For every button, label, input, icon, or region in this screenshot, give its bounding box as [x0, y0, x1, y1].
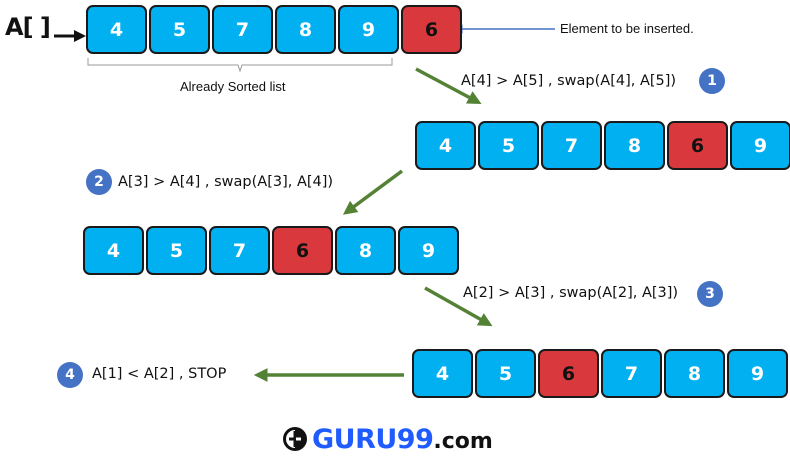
step-2-text: A[3] > A[4] , swap(A[3], A[4]) — [118, 174, 334, 190]
step-4-badge: 4 — [57, 362, 83, 388]
array-cell-inserted: 6 — [667, 121, 728, 170]
array-cell: 8 — [275, 5, 336, 54]
array-cell-inserted: 6 — [538, 349, 599, 398]
step-3-badge: 3 — [697, 281, 723, 307]
sorted-list-caption: Already Sorted list — [180, 79, 286, 94]
array-cell: 7 — [541, 121, 602, 170]
array-cell: 7 — [209, 226, 270, 275]
array-cell: 4 — [412, 349, 473, 398]
array-label: A[ ] — [5, 13, 51, 41]
step-2-badge: 2 — [86, 169, 112, 195]
step-2-arrow — [342, 169, 404, 215]
array-cell: 5 — [478, 121, 539, 170]
array-cell: 4 — [83, 226, 144, 275]
step-3-text: A[2] > A[3] , swap(A[2], A[3]) — [463, 285, 679, 301]
step-4-text: A[1] < A[2] , STOP — [92, 366, 227, 382]
array-cell: 4 — [415, 121, 476, 170]
array-cell: 7 — [601, 349, 662, 398]
array-cell: 9 — [727, 349, 788, 398]
array-cell: 5 — [475, 349, 536, 398]
sorted-list-brace — [87, 58, 393, 73]
guru99-logo-icon — [283, 427, 307, 451]
step-1-text: A[4] > A[5] , swap(A[4], A[5]) — [461, 73, 677, 89]
array-cell: 7 — [212, 5, 273, 54]
array-cell: 5 — [149, 5, 210, 54]
step-1-arrow — [415, 67, 482, 104]
array-cell: 9 — [338, 5, 399, 54]
step-1-badge: 1 — [699, 68, 725, 94]
array-cell: 8 — [335, 226, 396, 275]
array-cell-inserted: 6 — [401, 5, 462, 54]
array-cell: 8 — [604, 121, 665, 170]
array-cell: 8 — [664, 349, 725, 398]
array-cell: 9 — [398, 226, 459, 275]
inserted-element-caption: Element to be inserted. — [560, 21, 694, 36]
array-cell: 9 — [730, 121, 790, 170]
logo-domain-text: .com — [433, 428, 493, 454]
array-cell: 5 — [146, 226, 207, 275]
array-cell-inserted: 6 — [272, 226, 333, 275]
array-cell: 4 — [86, 5, 147, 54]
step-3-arrow — [424, 286, 493, 327]
guru99-logo: GURU99 .com — [282, 422, 493, 456]
logo-brand-text: GURU99 — [312, 423, 434, 455]
